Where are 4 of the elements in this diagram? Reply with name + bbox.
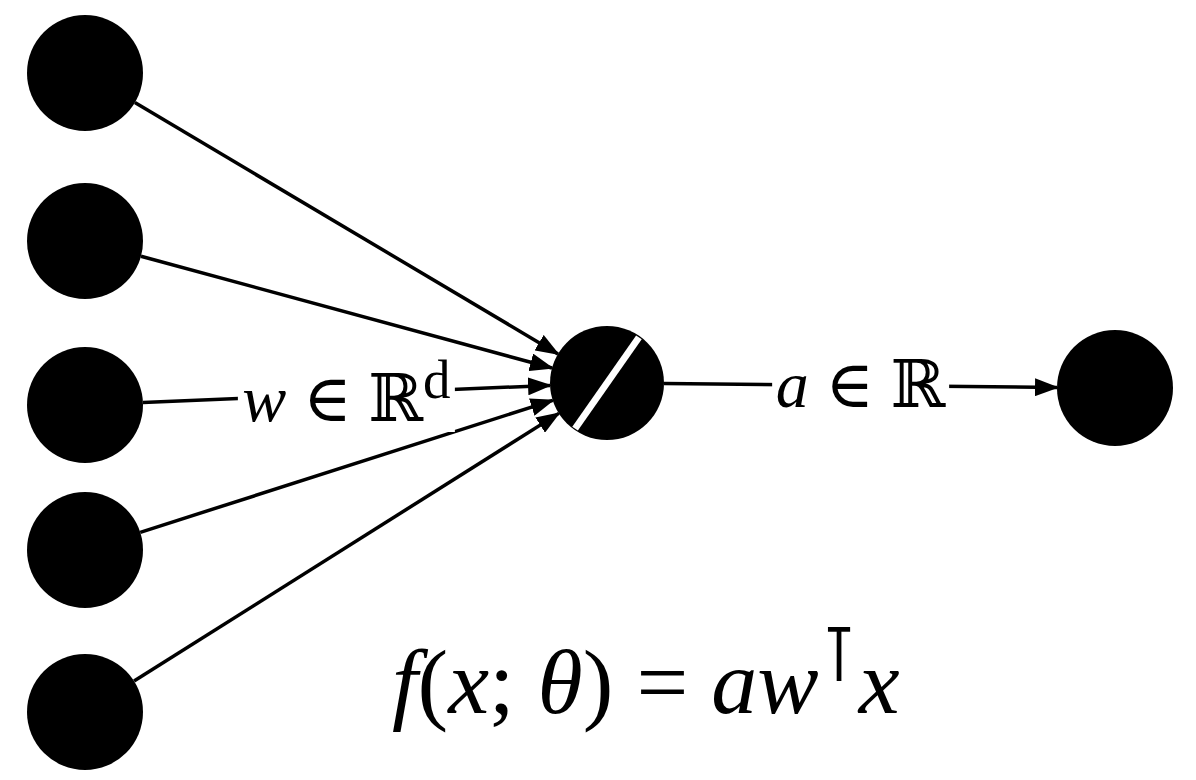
arrow (133, 411, 561, 683)
arrow (133, 101, 560, 356)
arrow (139, 398, 555, 534)
arrow (140, 254, 554, 371)
